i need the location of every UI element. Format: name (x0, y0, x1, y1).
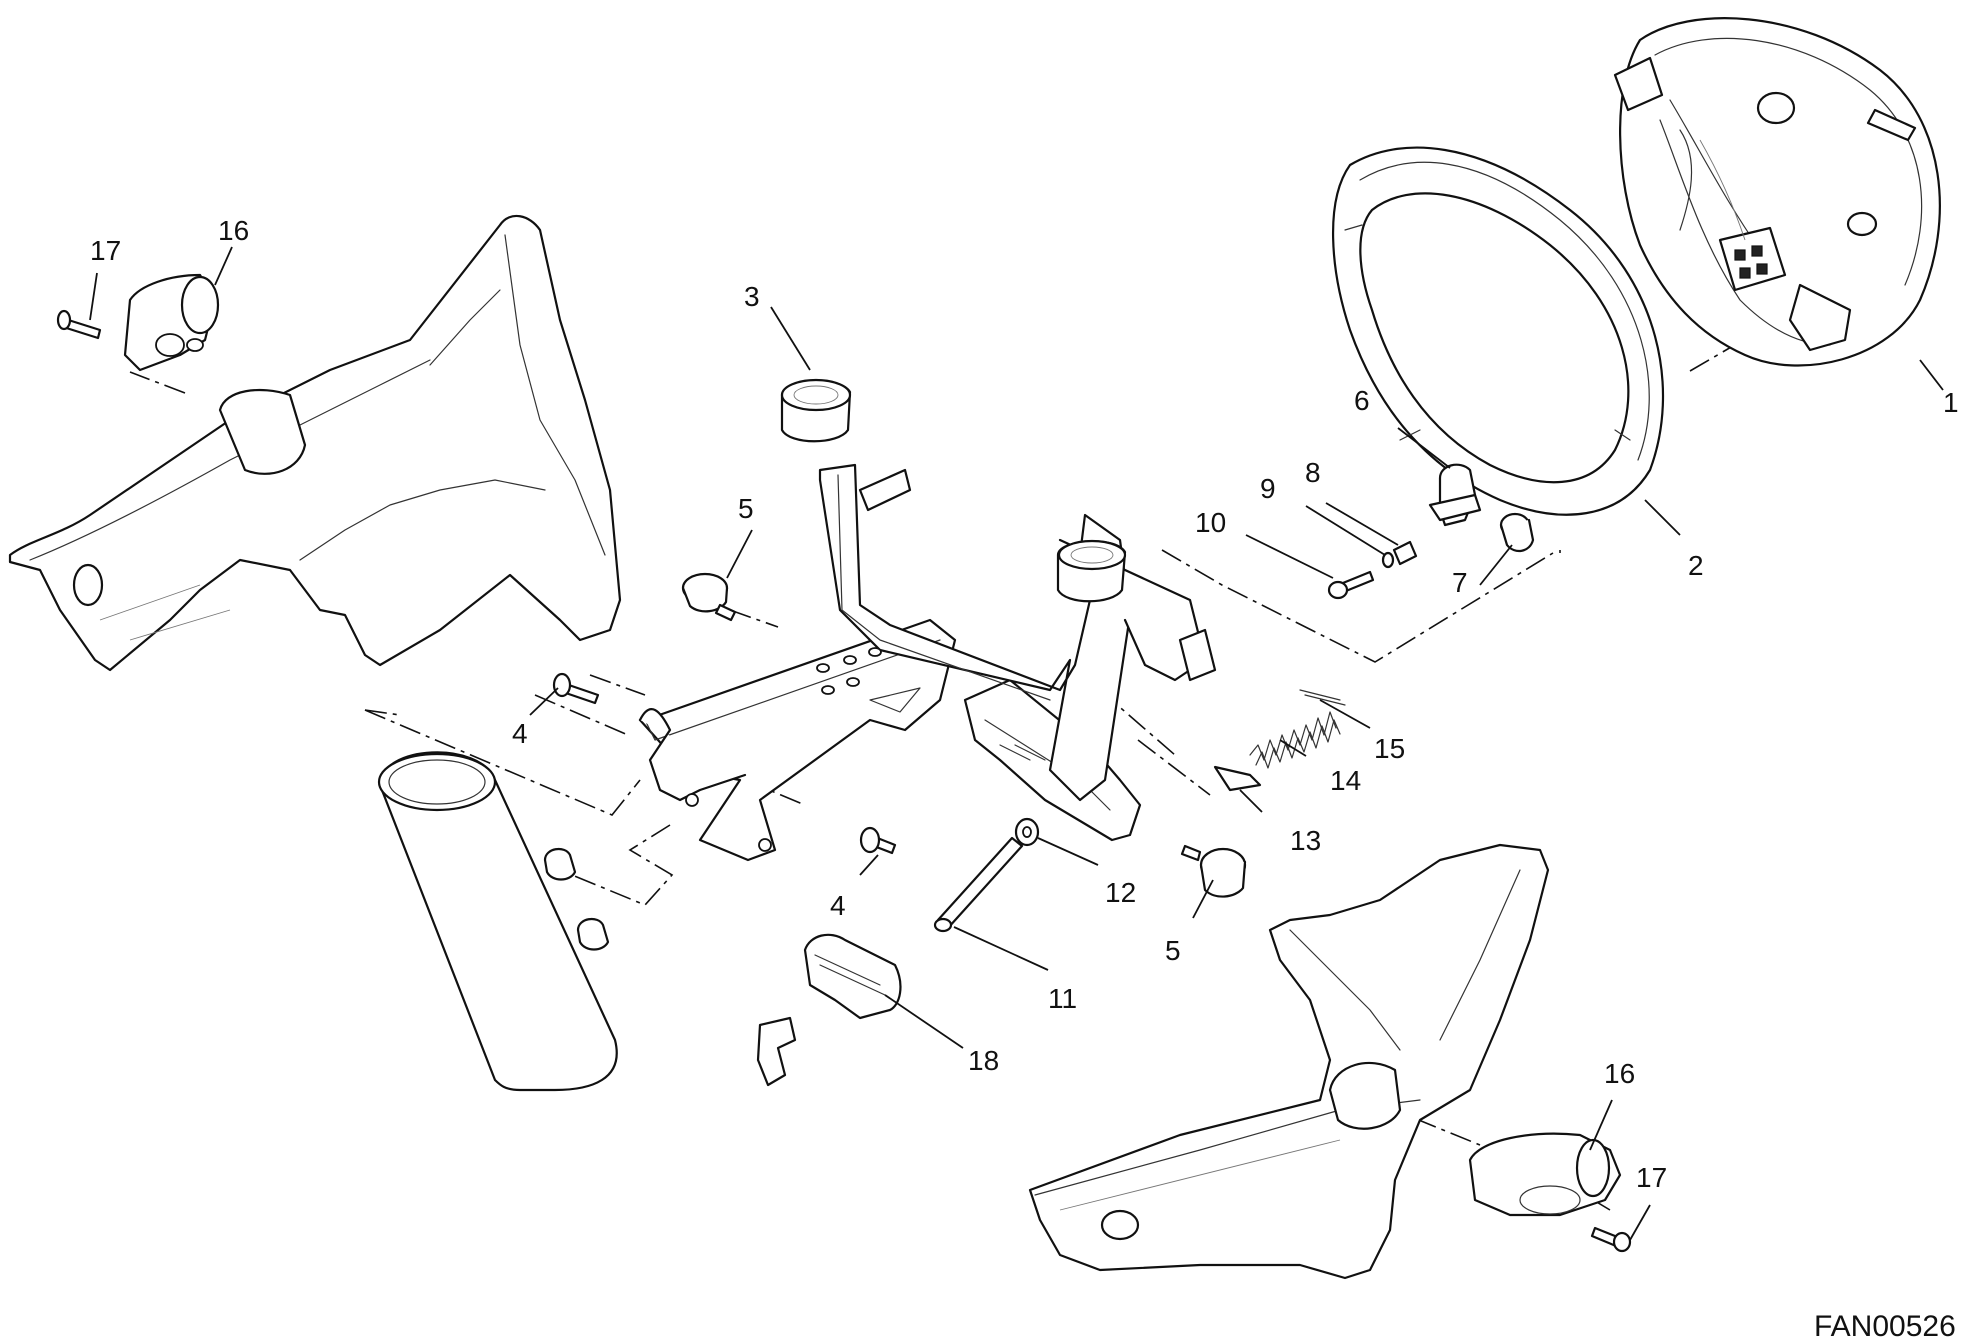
callout-4-lower: 4 (830, 890, 846, 921)
fork-tube (377, 751, 618, 1092)
callout-2: 2 (1688, 550, 1704, 581)
callout-5-upper: 5 (738, 493, 754, 524)
callout-4-upper: 4 (512, 718, 528, 749)
callout-1: 1 (1943, 387, 1959, 418)
callout-13: 13 (1290, 825, 1321, 856)
callout-3: 3 (744, 281, 760, 312)
callout-15: 15 (1374, 733, 1405, 764)
callout-9: 9 (1260, 473, 1276, 504)
callout-6: 6 (1354, 385, 1370, 416)
headlight-housing (1613, 17, 1941, 367)
callout-18: 18 (968, 1045, 999, 1076)
callout-14: 14 (1330, 765, 1361, 796)
callout-7: 7 (1452, 567, 1468, 598)
callout-16-right: 16 (1604, 1058, 1635, 1089)
drawing-code: FAN00526 (1814, 1310, 1956, 1343)
headlight-trim-ring (1332, 146, 1665, 516)
callout-11: 11 (1048, 983, 1077, 1014)
callout-5-lower: 5 (1165, 935, 1181, 966)
callout-16-left: 16 (218, 215, 249, 246)
callout-17-left: 17 (90, 235, 121, 266)
right-side-cover (1028, 843, 1550, 1280)
callout-12: 12 (1105, 877, 1136, 908)
callout-8: 8 (1305, 457, 1321, 488)
callout-10: 10 (1195, 507, 1226, 538)
hardware (56, 273, 1632, 1253)
callout-17-right: 17 (1636, 1162, 1667, 1193)
callout-labels: 1 2 3 4 4 5 5 6 7 8 9 10 11 12 13 14 15 … (90, 215, 1959, 1193)
left-side-cover (8, 214, 622, 672)
leader-lines (89, 246, 1944, 1241)
headlight-support-bracket (638, 378, 1217, 862)
